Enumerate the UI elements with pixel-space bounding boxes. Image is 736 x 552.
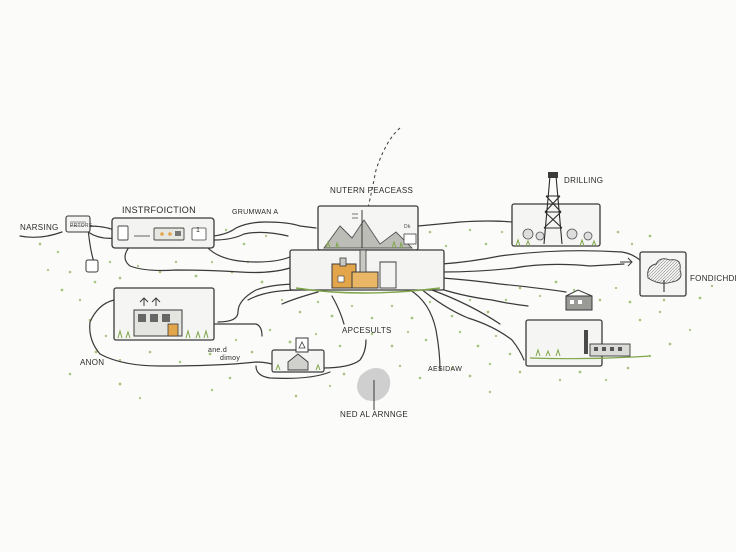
drilling-panel [511,172,601,247]
mountain-panel [317,205,419,251]
instruction-panel [111,217,215,249]
small-square-icon [85,259,99,273]
narsing-box [65,215,91,233]
factory-panel [289,249,445,294]
label-grumwan: GRUMWAN A [232,209,279,216]
power-plant-panel [525,319,651,367]
label-anon: ANON [80,358,105,367]
small-building-icon [565,289,593,311]
label-nutern: NUTERN PEACEASS [330,186,414,195]
label-ned-al: NED AL ARNNGE [340,410,409,419]
store-panel [113,287,215,341]
house-panel [271,337,325,373]
label-small-box: PRTORE [70,223,93,229]
label-panel-num: 1 [196,227,201,234]
label-mountain-box: Dk [404,224,411,230]
grass-speckles [38,228,714,400]
label-drilling: DRILLING [564,176,604,185]
label-anedl-1: ane.d [208,347,228,354]
label-anedl-2: dimoy [220,355,241,362]
label-fondichde: FONDICHDE [690,274,736,283]
fondichde-panel [620,251,687,297]
label-aesidaw: AESIDAW [428,366,463,373]
label-apcesults: APCESULTS [342,326,392,335]
label-narsing: NARSING [20,223,59,232]
connector-lines [19,213,643,379]
label-instruction: INSTRFOICTION [122,205,196,215]
